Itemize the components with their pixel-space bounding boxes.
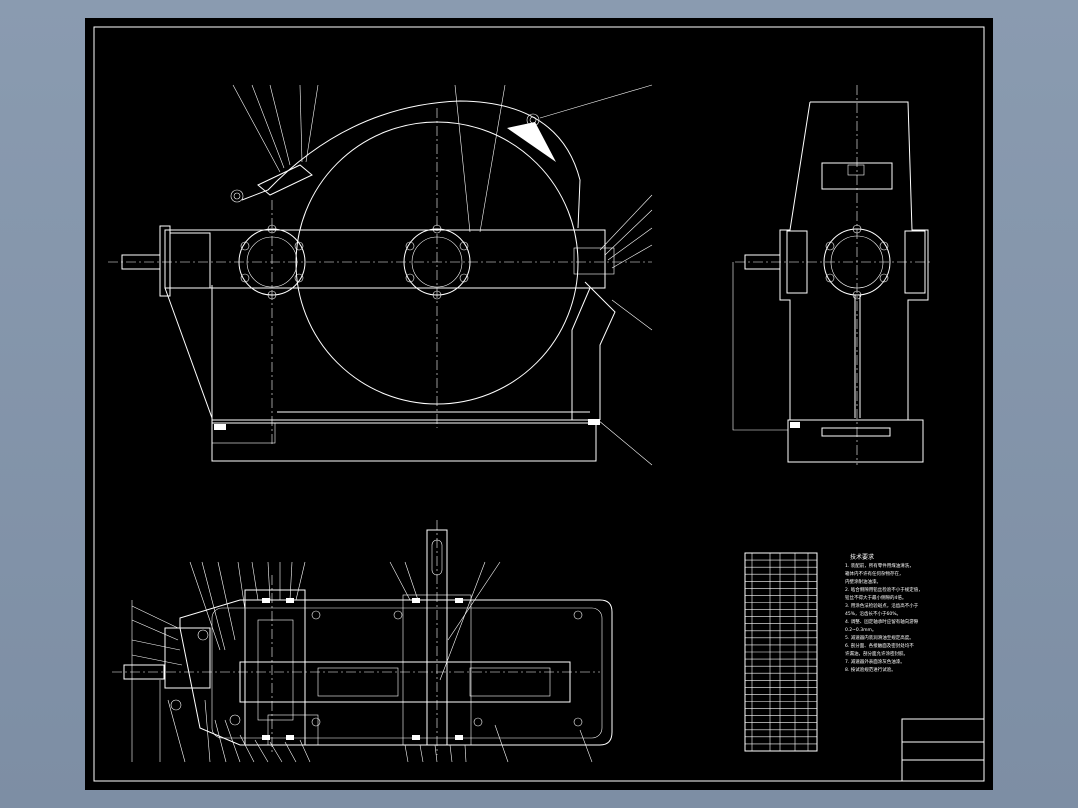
- plan-outline: [179, 599, 613, 746]
- lifting-lug: [507, 122, 556, 162]
- vent-cover: [257, 164, 313, 196]
- note-line: 箱体内不许有任何杂物存在，: [845, 570, 904, 577]
- housing-top-contour: [241, 100, 581, 229]
- note-line: 内壁涂耐油油漆。: [845, 578, 881, 585]
- note-line: 2. 啮合侧隙用铅丝检验不小于规定值，: [845, 586, 923, 593]
- note-line: 许漏油，剖分面允许涂密封胶。: [845, 650, 908, 657]
- notes-heading: 技术要求: [850, 553, 874, 561]
- plan-leaders: [131, 561, 593, 763]
- housing-flange: [164, 229, 606, 289]
- gear-bearing-outer: [403, 228, 471, 296]
- left-cap-body: [169, 232, 211, 289]
- oil-gauge-boss: [584, 281, 616, 420]
- plan-input-shaft: [123, 664, 165, 680]
- front-view: [108, 84, 653, 466]
- note-line: 5. 减速器内装润滑油至规定高度。: [845, 634, 914, 641]
- note-line: 4. 调整、固定轴承时应留有轴向游隙: [845, 618, 919, 625]
- note-line: 7. 减速器外表面涂灰色油漆。: [845, 658, 905, 665]
- title-block: [901, 718, 985, 782]
- front-leaders: [232, 84, 653, 466]
- pinion-bearing-outer: [238, 228, 306, 296]
- housing-right-wall: [571, 287, 591, 420]
- note-line: 45%，沿齿长不小于60%。: [845, 610, 901, 617]
- pinion-bearing-inner: [246, 236, 298, 288]
- plan-gear-shaft: [239, 661, 571, 703]
- side-view: [732, 85, 930, 465]
- plan-view: [112, 520, 613, 763]
- technical-requirements: 技术要求 1. 装配前，所有零件用煤油清洗， 箱体内不许有任何杂物存在， 内壁涂…: [845, 553, 923, 673]
- note-line: 6. 剖分面、各接触面及密封处均不: [845, 642, 914, 649]
- gear-bearing-inner: [411, 236, 463, 288]
- note-line: 3. 用涂色法检验斑点，沿齿高不小于: [845, 602, 919, 609]
- note-line: 0.2~0.3mm。: [845, 627, 876, 633]
- note-line: 8. 按试验规范进行试验。: [845, 666, 896, 673]
- note-line: 1. 装配前，所有零件用煤油清洗，: [845, 562, 914, 569]
- right-cap: [573, 247, 615, 275]
- parts-list-table: [744, 552, 818, 752]
- note-line: 铅丝不得大于最小侧隙的4倍。: [845, 594, 906, 601]
- sheet-border: [93, 26, 985, 782]
